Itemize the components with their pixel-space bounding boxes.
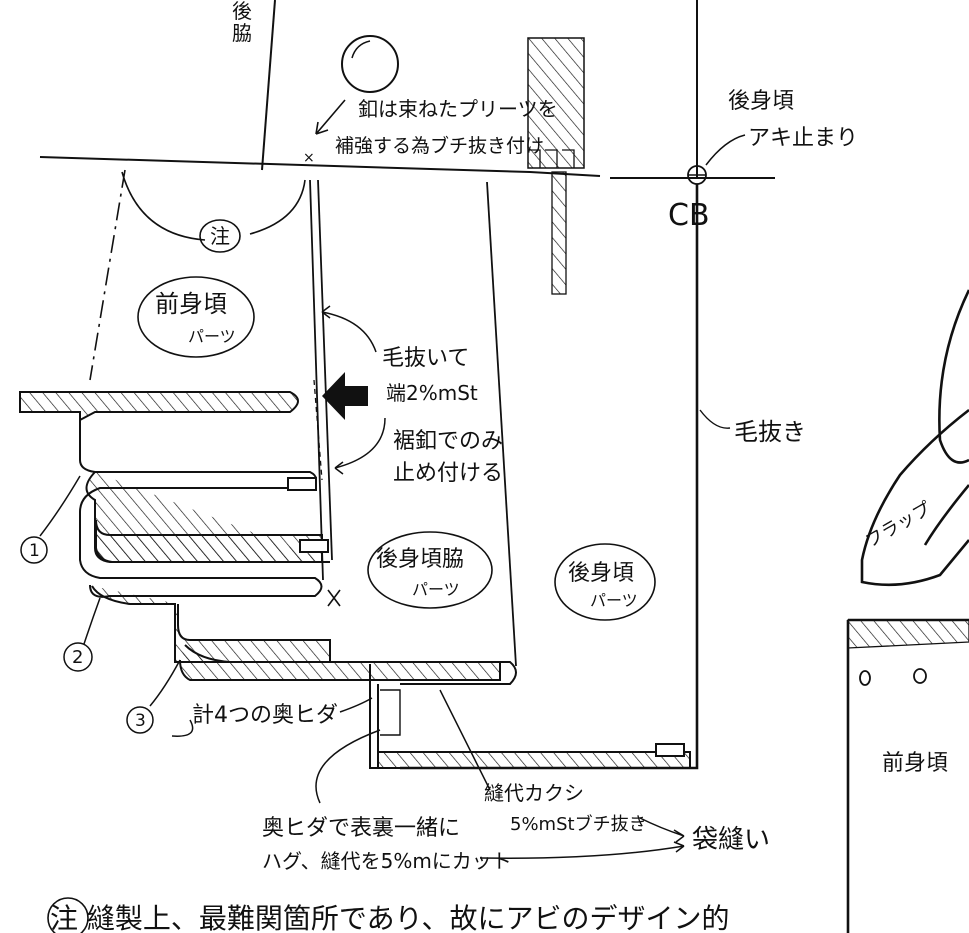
note-arc xyxy=(121,171,306,241)
back-panel-line2: パーツ xyxy=(590,591,638,610)
keynuki-dash xyxy=(313,379,323,481)
upper-pattern-lines xyxy=(39,0,775,179)
button-cross-mark: × xyxy=(303,150,315,166)
keynuki-right-leader xyxy=(699,409,731,429)
footnote-mark-circle xyxy=(47,897,89,933)
pleat-total-label: 計4つの奥ヒダ xyxy=(192,703,338,728)
right-side-sketch xyxy=(846,289,969,933)
pleat-stack xyxy=(19,391,691,769)
footnote-text: 注 縫製上、最難関箇所であり、故にアビのデザイン的 xyxy=(50,902,730,933)
keynuki-leader-upper xyxy=(321,305,377,353)
back-panel-circle xyxy=(554,543,656,621)
front-dash-line xyxy=(89,169,126,381)
back-side-panel-line1: 後身頃脇 xyxy=(376,547,464,572)
hem-button-line1: 裾釦でのみ xyxy=(393,429,503,454)
note-circle xyxy=(199,219,241,253)
front-panel-circle xyxy=(137,276,255,358)
upper-hatched-band xyxy=(527,37,585,295)
cb-label: CB xyxy=(668,198,710,233)
inner-pleat-line1: 奥ヒダで表裏一緒に xyxy=(262,816,460,841)
button-pointer-arrow xyxy=(315,99,346,135)
keynuki-leader-lower xyxy=(334,417,386,475)
button-note-line1: 釦は束ねたプリーツを xyxy=(358,97,558,121)
back-side-panel-circle xyxy=(367,531,493,609)
seam-note-line1: 縫代カクシ xyxy=(484,781,584,805)
button-note-line2: 補強する為ブチ抜き付け xyxy=(335,134,544,157)
right-button-1 xyxy=(859,670,871,686)
right-shoulder-hatch xyxy=(847,619,969,649)
big-arrow-icon xyxy=(322,372,368,420)
keynuki-right-label: 毛抜き xyxy=(734,418,806,446)
back-panel-line1: 後身頃 xyxy=(568,561,634,586)
back-opening-leader xyxy=(705,134,746,166)
back-side-panel-line2: パーツ xyxy=(412,580,460,599)
hem-button-line2: 止め付ける xyxy=(393,461,503,486)
inner-pleat-line2: ハグ、縫代を5%mにカット xyxy=(262,849,512,873)
keynuki-line2: 端2%mSt xyxy=(386,381,478,405)
right-button-2 xyxy=(913,668,927,684)
button-circle xyxy=(341,35,399,93)
front-panel-line1: 前身頃 xyxy=(155,290,227,318)
pleat-2-label: 2 xyxy=(72,647,83,668)
seam-note-line2: 5%mStブチ抜き xyxy=(510,813,647,835)
note-mark-label: 注 xyxy=(210,224,230,248)
front-right-label: 前身頃 xyxy=(882,751,948,776)
front-panel-edges xyxy=(309,179,517,667)
back-hem-line2: アキ止まり xyxy=(748,126,858,151)
bottom-leaders xyxy=(315,689,685,859)
keynuki-line1: 毛抜いて xyxy=(382,346,469,371)
pleat-1-label: 1 xyxy=(29,541,40,561)
pleat-markers xyxy=(20,475,373,737)
back-side-top-label: 後脇 xyxy=(232,0,252,45)
bag-seam-label: 袋縫い xyxy=(692,825,770,855)
back-hem-line1: 後身頃 xyxy=(728,89,794,114)
pleat-3-label: 3 xyxy=(135,711,146,731)
front-panel-line2: パーツ xyxy=(188,327,236,346)
